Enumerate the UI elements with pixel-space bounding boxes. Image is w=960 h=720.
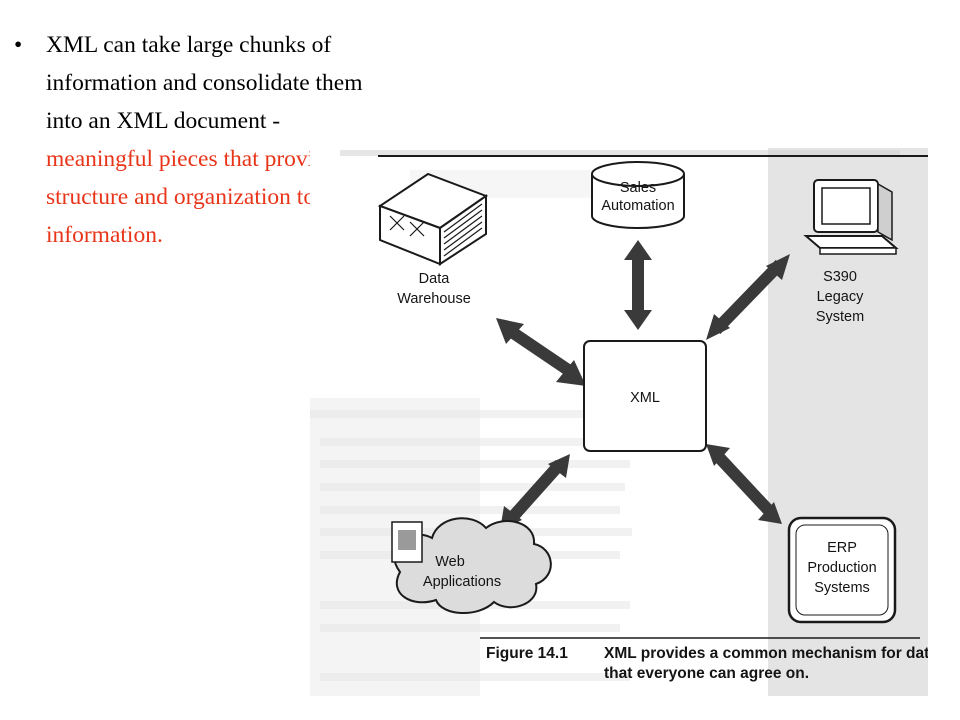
erp-label-line1: ERP	[827, 540, 857, 556]
bullet-point: • XML can take large chunks of informati…	[14, 26, 374, 254]
xml-box	[583, 340, 707, 452]
sales-label-line1: Sales	[620, 180, 656, 196]
web-applications-node: Web Applications	[391, 517, 552, 615]
sales-automation-node: Sales Automation	[591, 161, 685, 229]
erp-label-line2: Production	[807, 560, 876, 576]
data-warehouse-node: Data Warehouse	[377, 172, 489, 307]
web-label-line2: Applications	[423, 574, 501, 590]
legacy-label-line1: S390	[823, 269, 857, 285]
bullet-text-red: meaningful pieces that provide structure…	[46, 146, 350, 248]
legacy-label-line2: Legacy	[817, 289, 865, 305]
arrow-erp	[711, 449, 777, 519]
bullet-text: XML can take large chunks of information…	[46, 26, 374, 254]
caption-line2: that everyone can agree on.	[604, 665, 809, 682]
scanned-figure: XML Sales Automation Data Warehouse	[310, 148, 928, 696]
erp-label-line3: Systems	[814, 580, 870, 596]
legacy-label-line3: System	[816, 309, 864, 325]
warehouse-label-line2: Warehouse	[397, 291, 471, 307]
erp-node: ERP Production Systems	[787, 516, 897, 624]
figure-diagram: XML Sales Automation Data Warehouse	[310, 148, 928, 696]
arrow-legacy	[711, 259, 785, 335]
sales-label-line2: Automation	[601, 198, 674, 214]
bullet-text-black: XML can take large chunks of information…	[46, 32, 363, 134]
arrowheads	[496, 240, 790, 530]
warehouse-label-line1: Data	[419, 271, 451, 287]
arrow-web	[505, 460, 565, 524]
arrows	[502, 250, 785, 524]
caption-line1: XML provides a common mechanism for data…	[604, 645, 928, 662]
arrow-warehouse	[502, 323, 578, 379]
web-label-line1: Web	[435, 554, 465, 570]
bullet-symbol: •	[14, 32, 23, 58]
legacy-system-node: S390 Legacy System	[803, 179, 899, 325]
xml-label: XML	[630, 390, 660, 406]
caption-label: Figure 14.1	[486, 645, 568, 662]
